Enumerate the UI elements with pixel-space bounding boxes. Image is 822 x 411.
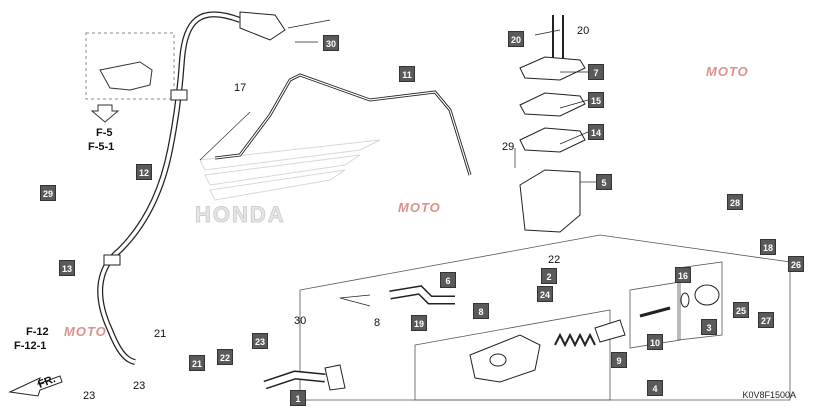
front-arrow-icon <box>8 375 63 397</box>
callout-22-plain: 22 <box>548 254 561 266</box>
watermark: MOTO <box>64 324 107 339</box>
callout-20-plain: 20 <box>577 25 590 37</box>
watermark: MOTO <box>398 200 441 215</box>
callout-30-plain: 30 <box>294 315 307 327</box>
callout-9: 9 <box>611 352 627 368</box>
hose-clamp <box>103 254 121 266</box>
callout-20: 20 <box>508 31 524 47</box>
callout-19: 19 <box>411 315 427 331</box>
ring <box>680 292 690 308</box>
boot <box>694 284 720 306</box>
honda-wing-watermark: HONDA <box>195 139 381 228</box>
callout-16: 16 <box>675 267 691 283</box>
callout-22: 22 <box>217 349 233 365</box>
callout-23: 23 <box>252 333 268 349</box>
catalog-code: K0V8F1500A <box>742 390 796 400</box>
spring <box>554 332 596 348</box>
callout-21-plain: 21 <box>154 328 167 340</box>
callout-29-plain: 29 <box>502 141 515 153</box>
sub-box <box>677 261 723 341</box>
watermark: MOTO <box>706 64 749 79</box>
callout-18: 18 <box>760 239 776 255</box>
clutch-hose <box>97 11 242 365</box>
callout-3: 3 <box>701 319 717 335</box>
inset-box <box>85 32 175 100</box>
callout-24: 24 <box>537 286 553 302</box>
callout-8: 8 <box>473 303 489 319</box>
svg-text:HONDA: HONDA <box>195 202 286 227</box>
down-arrow-icon <box>90 104 120 123</box>
ref-bottom-1: F-12 <box>26 326 49 338</box>
callout-23-plain: 23 <box>83 390 96 402</box>
callout-1: 1 <box>290 390 306 406</box>
callout-12: 12 <box>136 164 152 180</box>
callout-7: 7 <box>588 64 604 80</box>
callout-8-plain: 8 <box>374 317 381 329</box>
callout-5: 5 <box>596 174 612 190</box>
callout-15: 15 <box>588 92 604 108</box>
push-rod <box>639 306 671 318</box>
callout-21: 21 <box>189 355 205 371</box>
callout-6: 6 <box>440 272 456 288</box>
hose-clamp <box>170 89 188 101</box>
callout-13: 13 <box>59 260 75 276</box>
reservoir-cap <box>519 56 586 81</box>
bracket-inset <box>99 61 153 91</box>
callout-25: 25 <box>733 302 749 318</box>
master-cylinder <box>469 334 541 383</box>
reservoir-plate <box>519 92 586 117</box>
callout-26: 26 <box>788 256 804 272</box>
callout-4: 4 <box>647 380 663 396</box>
callout-10: 10 <box>647 334 663 350</box>
ref-bottom-2: F-12-1 <box>14 340 47 352</box>
callout-2: 2 <box>541 268 557 284</box>
reservoir-body <box>519 169 581 233</box>
callout-29: 29 <box>40 185 56 201</box>
callout-17: 17 <box>234 82 247 94</box>
ref-top-2: F-5-1 <box>88 141 115 153</box>
diaphragm <box>519 127 586 153</box>
piston <box>594 319 626 343</box>
callout-27: 27 <box>758 312 774 328</box>
callout-14: 14 <box>588 124 604 140</box>
callout-23-plain: 23 <box>133 380 146 392</box>
ref-top-1: F-5 <box>96 127 113 139</box>
callout-28: 28 <box>727 194 743 210</box>
inner-box <box>414 309 611 401</box>
callout-11: 11 <box>399 66 415 82</box>
callout-30: 30 <box>323 35 339 51</box>
